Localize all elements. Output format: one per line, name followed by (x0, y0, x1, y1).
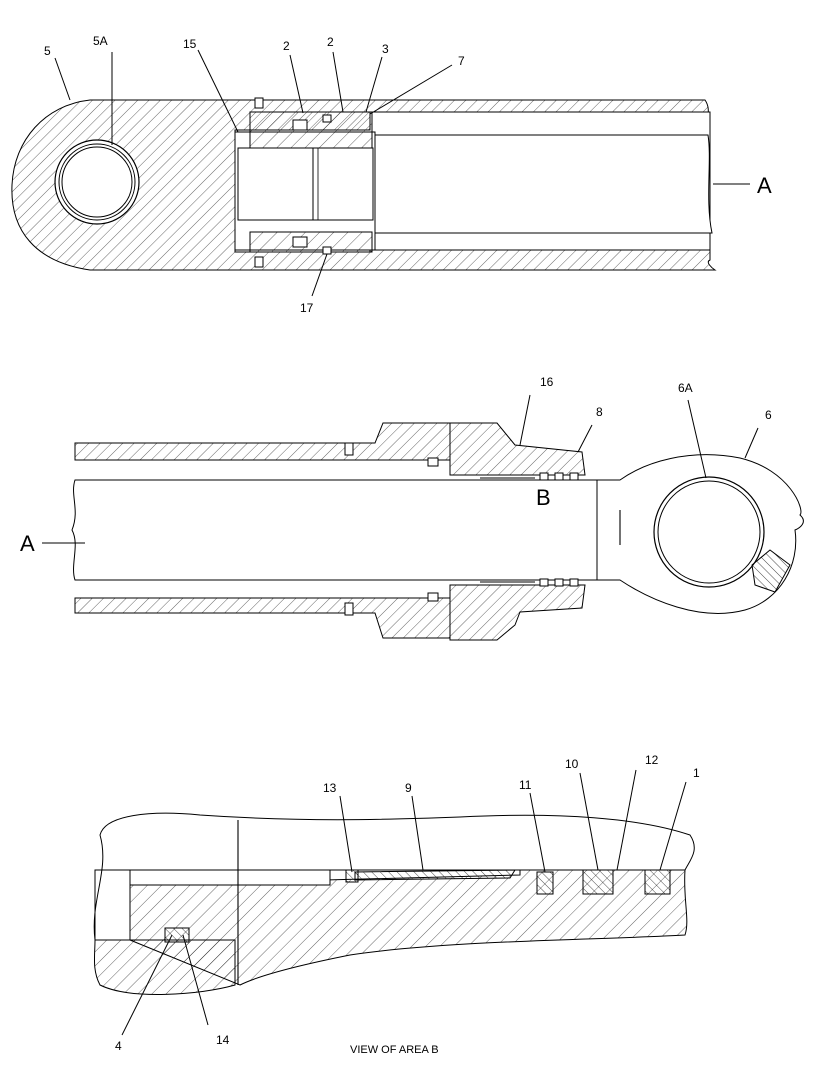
seal-11 (536, 871, 554, 895)
callout-labels: 5 5A 15 2 2 3 7 17 A 16 8 6A 6 B A 13 9 … (20, 34, 772, 1056)
fitting-top (254, 97, 264, 109)
view-head-end (11, 97, 750, 271)
view-rod-end (42, 422, 804, 641)
piston-core (312, 147, 374, 221)
rod-middle (71, 479, 601, 581)
tube-upper (74, 422, 451, 461)
label-A-top: A (757, 173, 772, 198)
grease-fitting (751, 549, 791, 593)
label-3: 3 (382, 42, 389, 56)
label-15: 15 (183, 37, 197, 51)
label-5A: 5A (93, 34, 108, 48)
tube-left-b (93, 939, 236, 995)
label-2-second: 2 (327, 35, 334, 49)
label-7: 7 (458, 54, 465, 68)
rod-top (374, 134, 713, 234)
label-14: 14 (216, 1033, 230, 1047)
label-6A: 6A (678, 381, 693, 395)
tube-lower (74, 597, 451, 639)
label-1: 1 (693, 766, 700, 780)
leaders-bottom (121, 769, 687, 1036)
label-4: 4 (115, 1039, 122, 1053)
piston-upper (249, 111, 373, 151)
piston-lower (249, 231, 373, 253)
label-9: 9 (405, 781, 412, 795)
wiper-1 (644, 869, 671, 895)
label-B: B (536, 485, 551, 510)
view-area-b (93, 812, 695, 995)
seal-17 (322, 246, 332, 255)
label-16: 16 (540, 375, 554, 389)
bearing-9 (354, 869, 516, 881)
rod-outline-b (93, 812, 695, 941)
label-13: 13 (323, 781, 337, 795)
label-17: 17 (300, 301, 314, 315)
gland-lower (449, 584, 586, 641)
label-2-first: 2 (283, 39, 290, 53)
caption-view-of-area-b: VIEW OF AREA B (350, 1044, 439, 1056)
leaders-top (54, 49, 453, 297)
label-6: 6 (765, 408, 772, 422)
seal-2 (322, 114, 332, 123)
seal-4 (164, 927, 190, 943)
label-12: 12 (645, 753, 659, 767)
fitting-bottom (254, 256, 264, 268)
label-5: 5 (44, 44, 51, 58)
piston-nut (237, 147, 314, 221)
label-A-middle: A (20, 531, 35, 556)
seal-10 (582, 869, 614, 895)
label-11: 11 (519, 778, 532, 792)
gland-upper (449, 422, 586, 476)
label-10: 10 (565, 757, 579, 771)
leaders-middle (519, 394, 759, 479)
label-8: 8 (596, 405, 603, 419)
gland-body-b (129, 869, 688, 986)
